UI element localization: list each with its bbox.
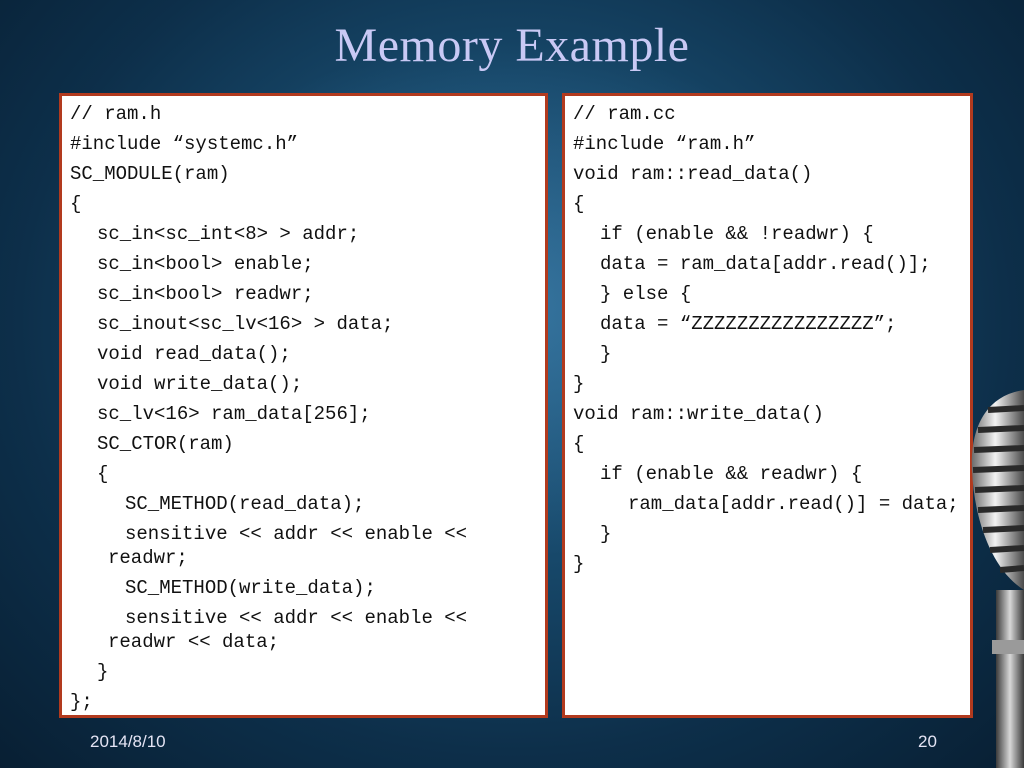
code-line: SC_MODULE(ram) (70, 163, 230, 185)
code-line: // ram.h (70, 103, 162, 125)
code-line: { (573, 193, 585, 215)
code-line: } (97, 661, 109, 683)
code-line: SC_METHOD(read_data); (125, 493, 365, 515)
code-line: ram_data[addr.read()] = data; (628, 493, 959, 515)
footer-date: 2014/8/10 (90, 732, 166, 751)
code-line: void ram::read_data() (573, 163, 813, 185)
code-line: void read_data(); (97, 343, 291, 365)
code-line: data = “ZZZZZZZZZZZZZZZZ”; (600, 313, 897, 335)
code-line: sensitive << addr << enable << readwr <<… (108, 607, 479, 653)
code-line: sc_inout<sc_lv<16> > data; (97, 313, 394, 335)
microphone-icon (971, 390, 1024, 768)
code-line: SC_METHOD(write_data); (125, 577, 376, 599)
code-line: sc_lv<16> ram_data[256]; (97, 403, 371, 425)
code-line: if (enable && readwr) { (600, 463, 863, 485)
page-number: 20 (918, 732, 937, 751)
code-line: sc_in<sc_int<8> > addr; (97, 223, 360, 245)
code-line: sc_in<bool> readwr; (97, 283, 314, 305)
code-line: void write_data(); (97, 373, 303, 395)
code-line: sc_in<bool> enable; (97, 253, 314, 275)
code-line: if (enable && !readwr) { (600, 223, 874, 245)
code-line: } (573, 373, 585, 395)
code-line: } (573, 553, 585, 575)
code-line: sensitive << addr << enable << readwr; (108, 523, 479, 569)
code-line: { (573, 433, 585, 455)
code-line: SC_CTOR(ram) (97, 433, 234, 455)
code-box-ram-cc: // ram.cc #include “ram.h” void ram::rea… (562, 93, 973, 718)
code-line: // ram.cc (573, 103, 676, 125)
code-line: void ram::write_data() (573, 403, 824, 425)
code-line: } else { (600, 283, 692, 305)
code-line: #include “systemc.h” (70, 133, 299, 155)
code-line: } (600, 523, 612, 545)
slide-title: Memory Example (334, 19, 690, 72)
code-line: { (70, 193, 82, 215)
code-line: { (97, 463, 109, 485)
code-line: #include “ram.h” (573, 133, 756, 155)
code-line: data = ram_data[addr.read()]; (600, 253, 931, 275)
code-line: }; (70, 691, 93, 713)
code-line: } (600, 343, 612, 365)
code-box-ram-h: // ram.h #include “systemc.h” SC_MODULE(… (59, 93, 548, 718)
